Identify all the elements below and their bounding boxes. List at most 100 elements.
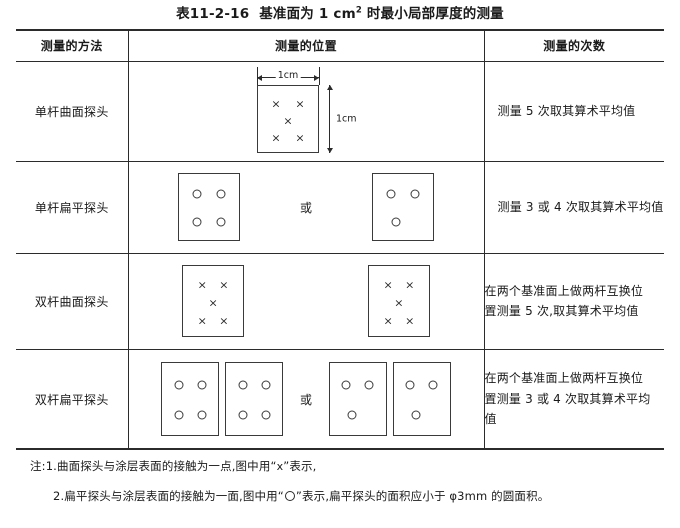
table-row: 单杆扁平探头 或	[16, 161, 664, 254]
table-number: 表11-2-16	[176, 6, 250, 22]
table-title-text-before: 基准面为 1 cm	[259, 6, 356, 22]
circle-glyph-icon	[284, 490, 295, 501]
note-item-2: 2.扁平探头与涂层表面的接触为一面,图中用“”表示,扁平探头的面积应小于 φ3m…	[16, 489, 664, 503]
x-mark: ×	[405, 278, 415, 292]
extension-line-left	[257, 67, 258, 86]
circle-mark	[261, 380, 271, 390]
circle-mark	[428, 380, 438, 390]
circle-mark	[174, 380, 184, 390]
arrow-right-icon	[314, 74, 319, 81]
diagram-group: × × × × × × × × × ×	[129, 265, 484, 338]
superscript-square: 2	[355, 5, 362, 16]
circle-mark	[216, 189, 226, 199]
header-times: 测量的次数	[483, 28, 664, 62]
circle-mark	[197, 380, 207, 390]
note-2-text-a: 扁平探头与涂层表面的接触为一面,图中用“	[64, 489, 284, 504]
circle-mark	[386, 189, 396, 199]
circle-mark	[261, 410, 271, 420]
cell-position: 或	[127, 161, 484, 254]
note-1-index: 1.	[45, 459, 57, 474]
extension-line-right	[319, 67, 320, 86]
table-notes: 注:1.曲面探头与涂层表面的接触为一点,图中用“x”表示, 2.扁平探头与涂层表…	[16, 450, 664, 503]
cell-times: 测量 5 次取其算术平均值	[483, 61, 664, 162]
cell-position: 或	[127, 349, 484, 451]
table-row: 双杆扁平探头 或	[16, 349, 664, 451]
connector-label: 或	[299, 392, 312, 407]
cell-method: 双杆曲面探头	[16, 253, 128, 350]
arrow-left-icon	[257, 74, 262, 81]
circle-mark	[238, 410, 248, 420]
height-dimension-label: 1cm	[336, 113, 357, 125]
circle-mark	[410, 189, 420, 199]
cell-position: 1cm × × × × ×	[127, 61, 484, 162]
x-glyph-icon: x	[276, 460, 284, 474]
probe-square: × × × × ×	[367, 265, 430, 338]
notes-label: 注:	[30, 459, 46, 474]
x-mark: ×	[295, 97, 305, 110]
arrow-up-icon	[326, 85, 333, 91]
circle-mark	[364, 380, 374, 390]
probe-square	[372, 173, 434, 242]
circle-mark	[347, 410, 357, 420]
circle-mark	[341, 380, 351, 390]
circle-mark	[405, 380, 415, 390]
table-header-row: 测量的方法 测量的位置 测量的次数	[16, 28, 664, 62]
circle-mark	[174, 410, 184, 420]
connector-label: 或	[299, 200, 312, 215]
diagram-spacer	[244, 294, 368, 308]
header-method: 测量的方法	[16, 28, 128, 62]
circle-mark	[192, 189, 202, 199]
dimension-line-vertical	[329, 85, 330, 154]
circle-mark	[391, 217, 401, 227]
x-mark: ×	[219, 314, 229, 328]
circle-mark	[216, 217, 226, 227]
x-mark: ×	[219, 278, 229, 292]
measurement-table: 测量的方法 测量的位置 测量的次数 单杆曲面探头 1cm	[16, 28, 664, 451]
arrow-down-icon	[326, 148, 333, 154]
cell-times: 在两个基准面上做两杆互换位 置测量 3 或 4 次取其算术平均 值	[483, 349, 664, 451]
probe-square	[329, 362, 387, 437]
probe-square	[224, 362, 283, 437]
x-mark: ×	[197, 278, 207, 292]
x-mark: ×	[405, 314, 415, 328]
times-line: 置测量 5 次,取其算术平均值	[484, 304, 639, 319]
circle-mark	[411, 410, 421, 420]
dimensioned-square-diagram: 1cm × × × × ×	[247, 63, 365, 159]
x-mark: ×	[208, 296, 218, 310]
x-mark: ×	[283, 114, 293, 128]
times-line: 测量 3 或 4 次取其算术平均值	[497, 200, 664, 215]
diagram-group: 1cm × × × × ×	[129, 63, 484, 159]
cell-position: × × × × × × × × × ×	[127, 253, 484, 350]
width-dimension-label: 1cm	[275, 70, 301, 83]
diagram-group: 或	[129, 362, 484, 437]
x-mark: ×	[295, 131, 305, 145]
x-mark: ×	[383, 314, 393, 328]
height-dimension: 1cm	[323, 85, 357, 154]
header-position: 测量的位置	[127, 28, 484, 62]
circle-mark	[197, 410, 207, 420]
circle-mark	[238, 380, 248, 390]
times-line: 值	[484, 412, 497, 427]
cell-method: 单杆扁平探头	[16, 161, 128, 254]
probe-square	[393, 362, 451, 437]
table-row: 双杆曲面探头 × × × × × × × × ×	[16, 253, 664, 350]
circle-mark	[192, 217, 202, 227]
x-mark: ×	[197, 314, 207, 328]
note-item-1: 注:1.曲面探头与涂层表面的接触为一点,图中用“x”表示,	[16, 459, 664, 474]
cell-method: 双杆扁平探头	[16, 349, 128, 451]
cell-method: 单杆曲面探头	[16, 61, 128, 162]
x-mark: ×	[271, 131, 281, 145]
probe-square	[160, 362, 219, 437]
table-title: 表11-2-16 基准面为 1 cm2 时最小局部厚度的测量	[0, 0, 680, 29]
note-1-text-a: 曲面探头与涂层表面的接触为一点,图中用“	[56, 459, 277, 474]
probe-square: × × × × ×	[257, 85, 319, 154]
probe-square	[177, 173, 240, 242]
cell-times: 在两个基准面上做两杆互换位 置测量 5 次,取其算术平均值	[483, 253, 664, 350]
note-2-index: 2.	[53, 489, 65, 504]
note-1-text-b: ”表示,	[283, 459, 317, 474]
x-mark: ×	[383, 278, 393, 292]
probe-square: × × × × ×	[182, 265, 245, 338]
width-dimension: 1cm	[257, 70, 319, 83]
times-line: 在两个基准面上做两杆互换位	[484, 283, 644, 298]
